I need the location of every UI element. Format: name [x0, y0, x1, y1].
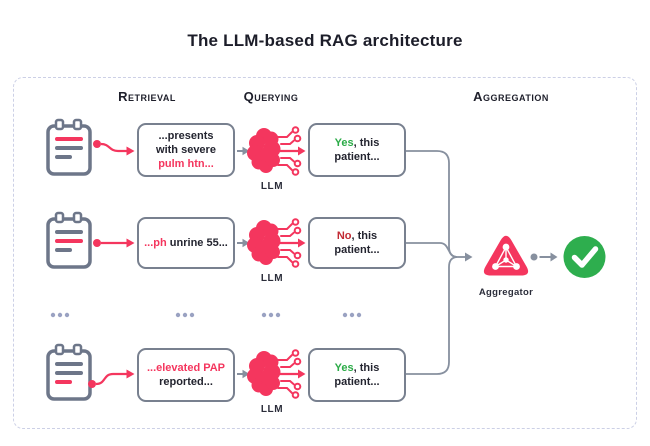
llm-brain-icon — [247, 349, 302, 399]
query-box: ...presents with severe pulm htn... — [137, 123, 235, 177]
result-arrow — [530, 252, 558, 262]
answer-box: No, this patient... — [308, 217, 406, 269]
llm-label: LLM — [260, 273, 284, 284]
retrieval-arrow — [93, 238, 135, 248]
query-box: ...elevated PAP reported... — [137, 348, 235, 402]
verdict-label: Yes — [334, 136, 354, 149]
verdict-label: Yes — [334, 361, 354, 374]
aggregation-arrowhead — [465, 252, 473, 262]
column-header-retrieval: Retrieval — [118, 89, 176, 104]
query-text: ...elevated PAP reported... — [146, 361, 226, 388]
diagram-panel — [13, 77, 637, 429]
column-header-querying: Querying — [243, 89, 299, 104]
retrieval-arrow — [93, 140, 135, 156]
answer-text: Yes, this patient... — [334, 136, 380, 163]
llm-label: LLM — [260, 404, 284, 415]
answer-box: Yes, this patient... — [308, 348, 406, 402]
page-title: The LLM-based RAG architecture — [187, 31, 463, 50]
clipboard-icon — [46, 118, 92, 176]
retrieval-arrow — [88, 369, 135, 388]
aggregation-connectors — [406, 150, 466, 375]
query-arrow — [237, 238, 250, 248]
verdict-label: No — [336, 229, 352, 242]
ellipsis-dots — [50, 312, 362, 318]
llm-output-arrow — [280, 369, 306, 379]
llm-brain-icon — [247, 126, 302, 176]
answer-text: Yes, this patient... — [334, 361, 380, 388]
answer-text: No, this patient... — [334, 229, 380, 256]
query-box: ...ph unrine 55... — [137, 217, 235, 269]
llm-label: LLM — [260, 181, 284, 192]
llm-output-arrow — [280, 146, 306, 156]
query-arrow — [237, 146, 250, 156]
clipboard-icon — [46, 343, 92, 401]
clipboard-icon — [46, 211, 92, 269]
llm-brain-icon — [247, 218, 302, 268]
aggregator-icon — [483, 235, 529, 276]
query-arrow — [237, 369, 250, 379]
column-header-aggregation: Aggregation — [473, 89, 549, 104]
answer-box: Yes, this patient... — [308, 123, 406, 177]
check-icon — [563, 236, 606, 278]
llm-output-arrow — [280, 238, 306, 248]
query-text: ...presents with severe pulm htn... — [156, 129, 216, 171]
aggregator-label: Aggregator — [478, 287, 534, 298]
query-text: ...ph unrine 55... — [144, 236, 228, 249]
